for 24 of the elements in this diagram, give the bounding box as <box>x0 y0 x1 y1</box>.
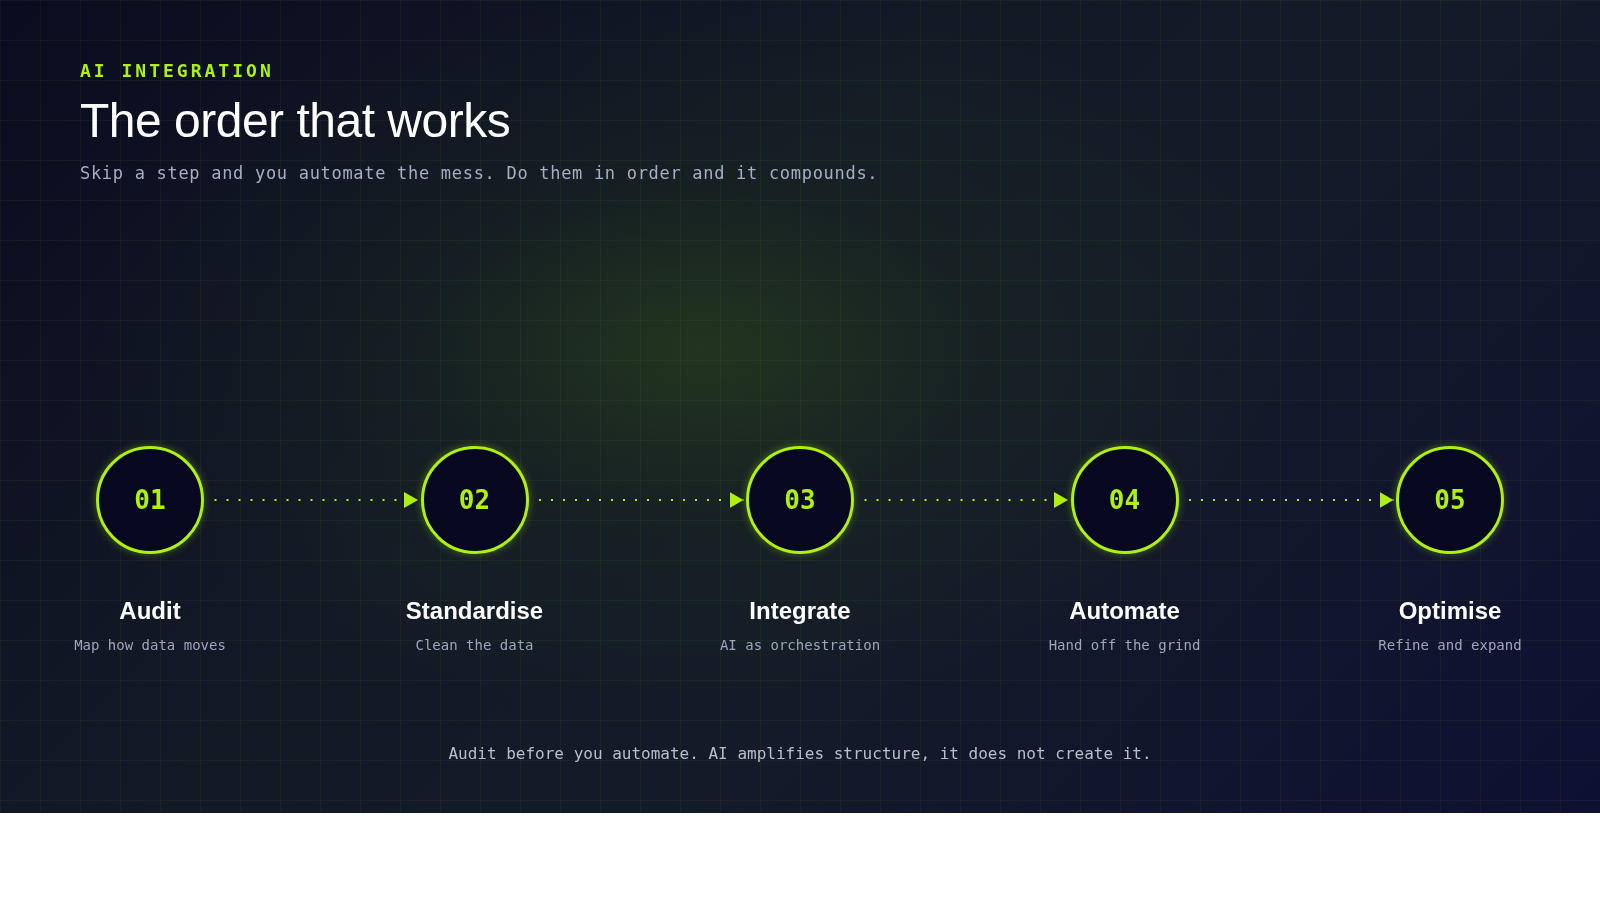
step-number: 02 <box>458 485 491 515</box>
step-description: Clean the data <box>415 636 534 654</box>
step-description: Refine and expand <box>1378 636 1522 654</box>
step-number: 05 <box>1434 485 1466 515</box>
step-title: Integrate <box>749 597 851 625</box>
step-circle <box>746 446 854 554</box>
step-title: Standardise <box>405 597 544 625</box>
step-description: Map how data moves <box>74 636 226 654</box>
step-circle <box>1070 446 1179 554</box>
section-label: AI INTEGRATION <box>80 61 274 81</box>
step-description: AI as orchestration <box>719 636 881 654</box>
subtitle: Skip a step and you automate the mess. Do them in order and it compounds. <box>80 162 879 184</box>
step-description: Hand off the grind <box>1048 636 1201 654</box>
step-circle <box>96 446 204 554</box>
step-number: 04 <box>1108 485 1141 515</box>
step-title: Automate <box>1069 597 1180 625</box>
step-title: Optimise <box>1398 597 1502 625</box>
step-title: Audit <box>119 597 181 625</box>
step-circle <box>420 446 529 554</box>
step-circle <box>1396 446 1504 554</box>
title: The order that works <box>80 97 511 145</box>
step-number: 03 <box>784 485 816 515</box>
step-number: 01 <box>134 485 166 515</box>
caption: Audit before you automate. AI amplifies structure, it does not create it. <box>448 744 1152 764</box>
